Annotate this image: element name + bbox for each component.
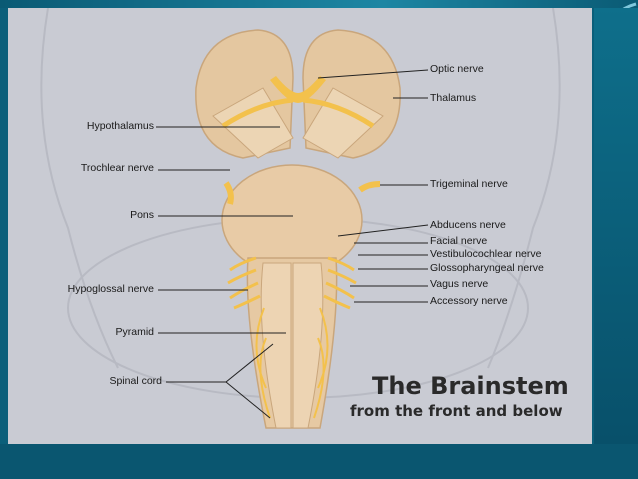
label-vestibulocochlear-nerve: Vestibulocochlear nerve — [430, 248, 542, 260]
leader-lines — [156, 69, 429, 419]
label-thalamus: Thalamus — [430, 92, 477, 104]
optic-tract-right — [302, 97, 375, 129]
label-hypoglossal-nerve: Hypoglossal nerve — [67, 283, 154, 295]
trigeminal-left — [223, 181, 234, 205]
right-cranial-rootlets — [323, 256, 357, 310]
leader-spinal-cord-a — [225, 343, 274, 383]
leader-optic — [317, 69, 429, 79]
left-pyramid — [260, 262, 292, 429]
right-pyramid — [292, 262, 324, 429]
label-pons: Pons — [130, 209, 154, 221]
top-frame-band — [0, 0, 638, 8]
optic-chiasm — [270, 76, 326, 103]
right-frame-band — [594, 8, 638, 444]
leader-abducens — [337, 224, 429, 237]
trigeminal-right — [358, 181, 381, 193]
label-glossopharyngeal-nerve: Glossopharyngeal nerve — [430, 262, 544, 274]
spinal-nerve-roots — [255, 307, 329, 419]
label-optic-nerve: Optic nerve — [430, 63, 484, 75]
label-trigeminal-nerve: Trigeminal nerve — [430, 178, 508, 190]
label-spinal-cord: Spinal cord — [109, 375, 162, 387]
label-hypothalamus: Hypothalamus — [86, 120, 154, 132]
label-pyramid: Pyramid — [115, 326, 154, 338]
bottom-frame-band — [0, 444, 638, 479]
label-abducens-nerve: Abducens nerve — [430, 219, 506, 231]
label-facial-nerve: Facial nerve — [430, 235, 488, 247]
optic-tract-left — [221, 97, 294, 129]
diagram-panel: Optic nerve Thalamus Hypothalamus Trochl… — [8, 8, 592, 444]
leader-spinal-cord-b — [225, 381, 271, 419]
label-vagus-nerve: Vagus nerve — [430, 278, 489, 290]
label-accessory-nerve: Accessory nerve — [430, 295, 508, 307]
brainstem-illustration — [195, 29, 401, 429]
diagram-subtitle: from the front and below — [350, 402, 563, 420]
diagram-title: The Brainstem — [372, 372, 569, 400]
label-trochlear-nerve: Trochlear nerve — [80, 162, 154, 174]
